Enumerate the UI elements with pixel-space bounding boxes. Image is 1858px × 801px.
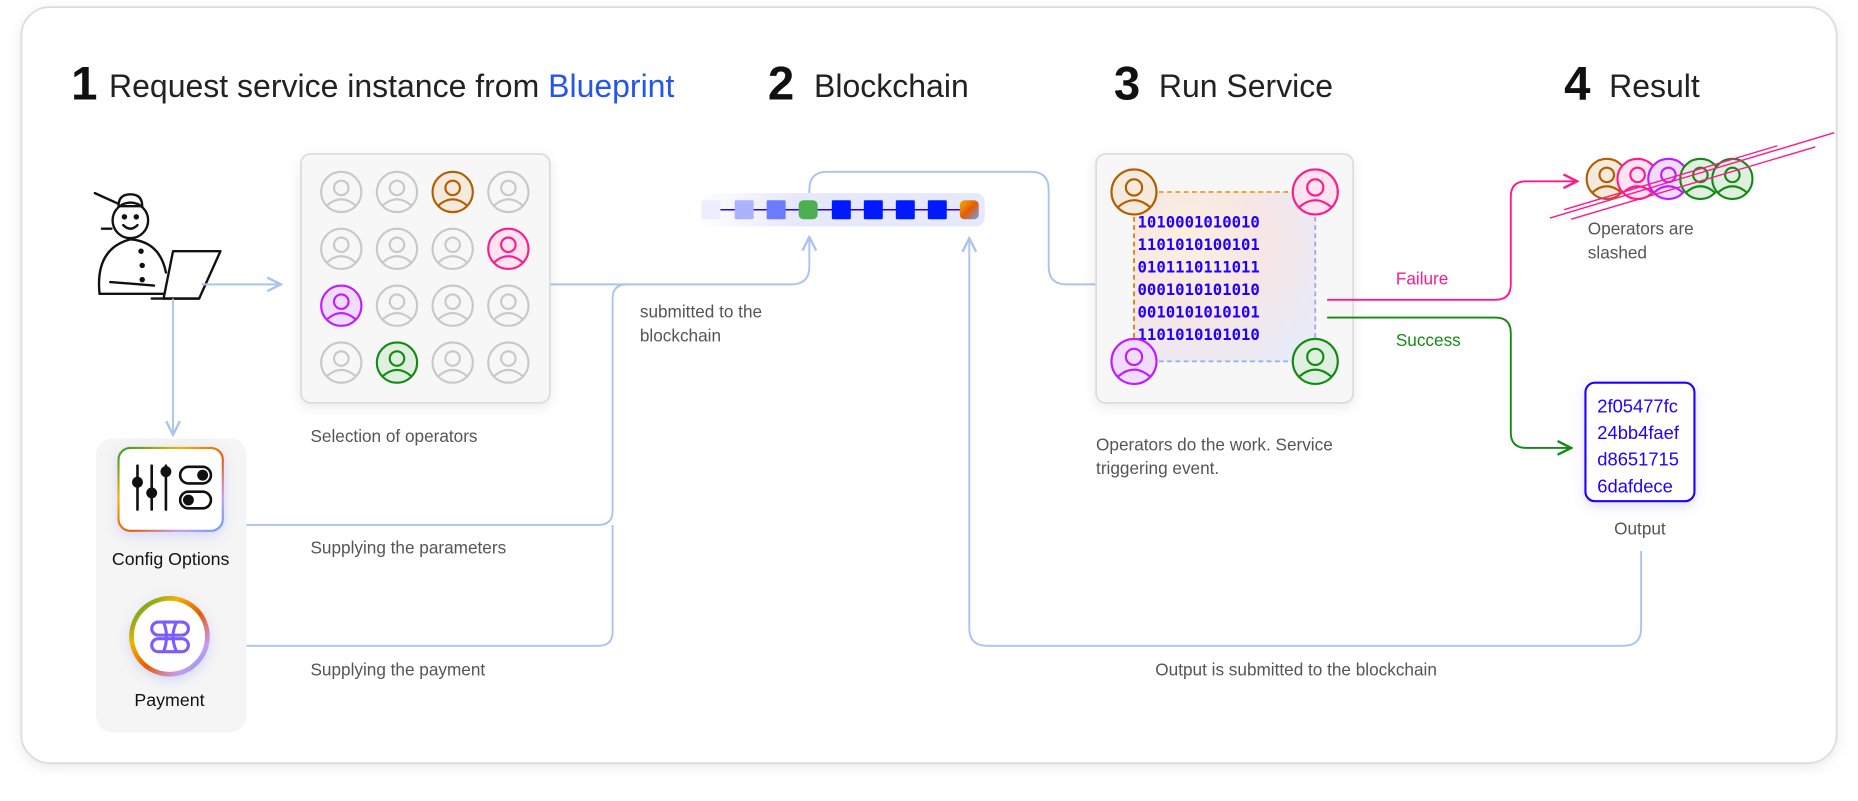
operator-avatar-gray xyxy=(320,170,363,214)
operator-avatar-gray xyxy=(431,284,474,327)
operator-avatar-gray xyxy=(431,341,474,384)
operator-selection-box xyxy=(300,153,551,404)
binary-line: 1101010101010 xyxy=(1138,325,1260,344)
user-with-laptop-icon xyxy=(93,191,222,300)
service-operator-purple xyxy=(1110,337,1158,385)
output-submitted-caption: Output is submitted to the blockchain xyxy=(1155,659,1437,679)
parameters-line xyxy=(222,283,627,526)
step-number: 2 xyxy=(768,58,794,111)
block-blue xyxy=(927,200,947,220)
config-options-button[interactable] xyxy=(117,446,224,532)
operator-avatar-gray xyxy=(375,284,419,327)
step-number: 1 xyxy=(71,58,97,111)
parameters-caption: Supplying the parameters xyxy=(310,537,506,557)
slashed-caption-line2: slashed xyxy=(1588,242,1647,262)
step-number: 4 xyxy=(1564,58,1591,111)
operator-avatar-green xyxy=(375,341,419,384)
step-4-heading: 4 Result xyxy=(1564,58,1700,111)
slashed-caption-line1: Operators are xyxy=(1588,219,1694,239)
hash-line: 2f05477fc xyxy=(1597,395,1678,416)
failure-arrow xyxy=(1327,181,1577,301)
block-medium xyxy=(766,200,786,220)
operator-avatar-gray xyxy=(375,170,419,214)
block-blue xyxy=(831,200,851,220)
operator-selection-caption: Selection of operators xyxy=(310,426,477,446)
binary-line: 1101010100101 xyxy=(1138,235,1260,254)
hash-line: 24bb4faef xyxy=(1597,422,1680,443)
payment-caption: Supplying the payment xyxy=(310,659,485,679)
payment-token-icon xyxy=(150,620,190,654)
step-title: Result xyxy=(1609,68,1700,104)
binary-line: 1010001010010 xyxy=(1138,213,1260,232)
step-1-heading: 1 Request service instance from Blueprin… xyxy=(71,58,674,111)
sliders-toggles-icon xyxy=(132,464,213,511)
binary-line: 0101110111011 xyxy=(1138,258,1260,277)
operator-avatar-gray xyxy=(487,284,530,327)
binary-line: 0001010101010 xyxy=(1138,280,1260,299)
block-green xyxy=(798,200,818,220)
step-3-heading: 3 Run Service xyxy=(1114,58,1333,111)
step-title: Request service instance from Blueprint xyxy=(109,68,674,104)
success-arrow xyxy=(1327,316,1571,448)
block-faded xyxy=(701,200,721,220)
blockchain-to-run-line xyxy=(808,170,1119,285)
operator-avatar-purple xyxy=(320,284,363,327)
operator-avatar-brown xyxy=(431,170,474,214)
slashed-operator-green xyxy=(1711,157,1754,201)
step-number: 3 xyxy=(1114,58,1140,111)
success-label: Success xyxy=(1396,330,1461,350)
card xyxy=(20,6,1838,764)
blueprint-link[interactable]: Blueprint xyxy=(548,68,674,104)
submitted-caption-line1: submitted to the xyxy=(640,302,762,322)
service-operator-brown xyxy=(1110,168,1158,216)
operator-avatar-gray xyxy=(431,227,474,271)
step-title: Run Service xyxy=(1159,68,1333,104)
run-caption-line2: triggering event. xyxy=(1096,458,1219,478)
operator-avatar-pink xyxy=(487,227,530,271)
payment-line xyxy=(207,524,614,647)
output-label: Output xyxy=(1614,518,1666,538)
step-title: Blockchain xyxy=(814,68,969,104)
computation-area xyxy=(1133,191,1316,362)
output-to-blockchain-line xyxy=(969,238,1643,647)
operator-avatar-gray xyxy=(487,170,530,214)
operator-network-dashes xyxy=(1133,191,1317,363)
operator-avatar-gray xyxy=(320,341,363,384)
operator-avatar-gray xyxy=(375,227,419,271)
run-caption-line1: Operators do the work. Service xyxy=(1096,434,1333,454)
operator-grid xyxy=(320,170,530,384)
service-operator-pink xyxy=(1291,168,1339,216)
blockchain-blocks xyxy=(701,200,979,220)
block-light xyxy=(734,200,754,220)
payment-label: Payment xyxy=(134,690,204,710)
submitted-caption-line2: blockchain xyxy=(640,325,721,345)
operator-avatar-gray xyxy=(487,341,530,384)
block-blue xyxy=(895,200,915,220)
failure-label: Failure xyxy=(1396,268,1449,288)
output-hash-box xyxy=(1584,381,1696,503)
hash-line: d8651715 xyxy=(1597,449,1679,470)
service-operators xyxy=(1110,168,1339,385)
binary-data: 1010001010010 1101010100101 0101110111011 0… xyxy=(1138,213,1260,345)
binary-line: 0010101010101 xyxy=(1138,303,1260,322)
operator-avatar-gray xyxy=(320,227,363,271)
step-2-heading: 2 Blockchain xyxy=(768,58,969,111)
slash-marks xyxy=(1549,132,1835,220)
service-operator-green xyxy=(1291,337,1339,385)
hash-line: 6dafdece xyxy=(1597,475,1673,496)
payment-button[interactable] xyxy=(129,596,210,677)
submit-to-blockchain-line xyxy=(549,237,809,286)
block-gradient xyxy=(959,200,979,220)
config-options-label: Config Options xyxy=(112,549,230,569)
block-blue xyxy=(863,200,883,220)
output-hash: 2f05477fc 24bb4faef d8651715 6dafdece xyxy=(1597,395,1680,496)
